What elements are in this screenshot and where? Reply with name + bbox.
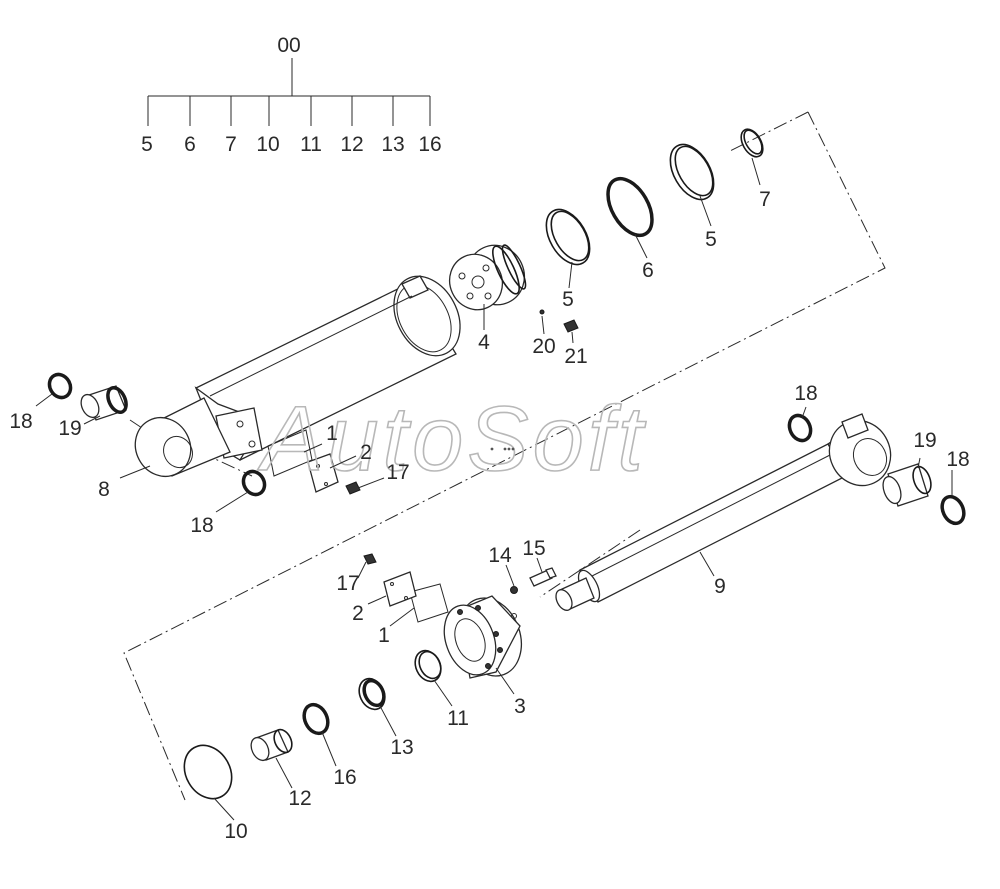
barrel-pin-bushings: [47, 372, 267, 497]
nameplate-lower: [363, 553, 449, 623]
cylinder-barrel: [134, 275, 461, 478]
callout-14: 14: [488, 544, 512, 567]
callout-18: 18: [946, 448, 969, 471]
callout-15: 15: [522, 537, 545, 560]
kit-item-label: 16: [418, 133, 441, 156]
callout-18: 18: [190, 514, 213, 537]
callout-18: 18: [794, 382, 817, 405]
callout-6: 6: [642, 259, 654, 282]
callout-8: 8: [98, 478, 110, 501]
nameplate-upper: [267, 429, 361, 495]
piston-rod: [555, 413, 892, 611]
callout-1: 1: [326, 422, 338, 445]
callout-16: 16: [333, 766, 356, 789]
callout-5: 5: [562, 288, 574, 311]
kit-item-label: 7: [225, 133, 237, 156]
callout-2: 2: [360, 441, 372, 464]
callout-7: 7: [759, 188, 771, 211]
set-screws: [539, 309, 579, 333]
gland-head: [443, 595, 522, 679]
kit-item-label: 13: [381, 133, 404, 156]
kit-item-label: 12: [340, 133, 363, 156]
callout-2: 2: [352, 602, 364, 625]
watermark: AutoSoft: [257, 388, 647, 490]
callout-20: 20: [532, 335, 555, 358]
kit-item-label: 11: [300, 133, 322, 156]
callout-21: 21: [564, 345, 587, 368]
callout-18: 18: [9, 410, 32, 433]
callout-17: 17: [336, 572, 359, 595]
callout-5: 5: [705, 228, 717, 251]
callout-labels: 7 5 6 5 4 20 21 18 19 8 18 1 2 17 18 19 …: [9, 188, 969, 843]
callout-4: 4: [478, 331, 490, 354]
callout-13: 13: [390, 736, 413, 759]
callout-1: 1: [378, 624, 390, 647]
kit-item-label: 10: [256, 133, 279, 156]
callout-3: 3: [514, 695, 526, 718]
callout-9: 9: [714, 575, 726, 598]
kit-label: 00: [277, 34, 300, 57]
plug-and-screw: [510, 567, 557, 594]
callout-12: 12: [288, 787, 311, 810]
kit-item-label: 6: [184, 133, 196, 156]
kit-item-label: 5: [141, 133, 153, 156]
callout-17: 17: [386, 461, 409, 484]
piston-seals: [545, 128, 764, 266]
callout-11: 11: [447, 707, 469, 730]
leader-lines: [35, 157, 953, 821]
kit-tree: 00 5 6 7 10 11 12 13 16: [141, 34, 442, 156]
rod-seals: [183, 649, 442, 800]
callout-19: 19: [58, 417, 81, 440]
callout-19: 19: [913, 429, 936, 452]
watermark-dots: [490, 447, 515, 451]
piston: [448, 244, 527, 311]
rod-pin-bushings: [787, 413, 966, 526]
callout-10: 10: [224, 820, 247, 843]
